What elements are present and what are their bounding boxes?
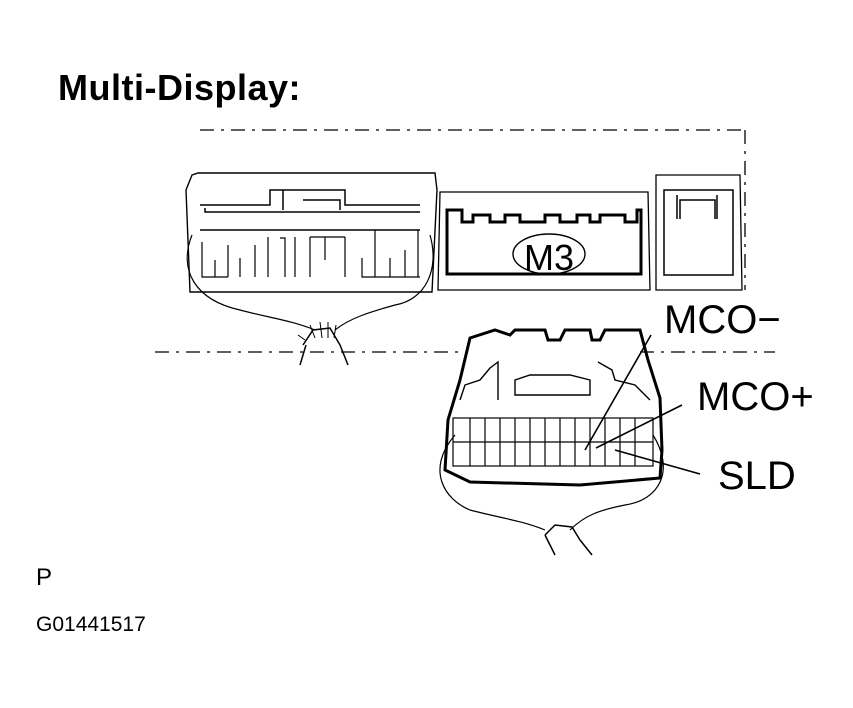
leader-mco-minus — [584, 334, 652, 451]
connector-id-label: M3 — [524, 237, 574, 278]
pin-label-mco-plus: MCO+ — [697, 375, 814, 419]
leader-lines — [584, 334, 701, 475]
view-mark: P — [36, 564, 53, 591]
diagram-title: Multi-Display: — [58, 67, 302, 108]
panel-outline — [155, 129, 775, 353]
leader-mco-plus — [595, 404, 683, 449]
pin-label-sld: SLD — [718, 454, 796, 498]
left-unit-connector — [185, 172, 438, 366]
figure-id: G01441517 — [36, 613, 146, 636]
leader-sld — [614, 449, 701, 475]
pin-label-mco-minus: MCO− — [664, 298, 781, 342]
harness-connector — [439, 328, 664, 556]
small-unit-connector — [655, 174, 743, 291]
m3-connector — [437, 191, 651, 291]
